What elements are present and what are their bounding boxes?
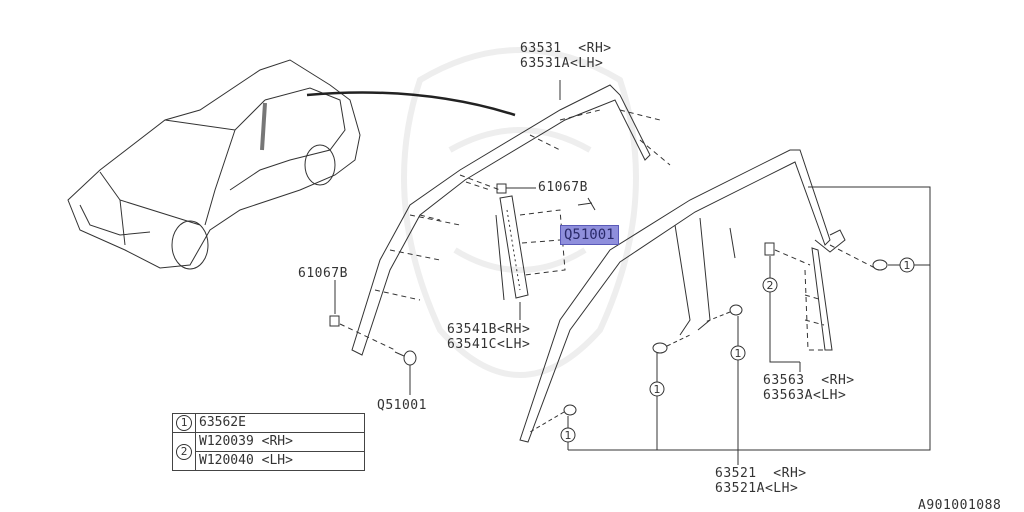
svg-text:1: 1 [654, 383, 661, 396]
label-line: 63563A<LH> [763, 388, 847, 403]
label-line: 63541C<LH> [447, 337, 531, 352]
legend-part-cell: W120040 <LH> [195, 451, 365, 471]
label-line: 63521A<LH> [715, 481, 799, 496]
parts-legend-table: 1 63562E 2 W120039 <RH> W120040 <LH> [172, 413, 365, 471]
label-line: 63563 <RH> [763, 373, 855, 388]
svg-text:1: 1 [565, 429, 572, 442]
callout-circles: 1 2 1 1 1 [560, 257, 930, 443]
legend-row: 2 W120039 <RH> [172, 432, 365, 471]
left-fasteners [329, 280, 417, 395]
legend-row: W120040 <LH> [173, 451, 365, 471]
watermark-icon [401, 47, 639, 378]
legend-part-cell: 63562E [195, 413, 365, 433]
door-sash-part [519, 149, 931, 451]
label-roof-molding: 63531 <RH>63531A<LH> [520, 41, 612, 71]
label-line: 63521 <RH> [715, 466, 807, 481]
label-clip-upper: 61067B [538, 180, 588, 195]
label-bolt-highlighted[interactable]: Q51001 [560, 225, 619, 245]
label-door-sash: 63521 <RH>63521A<LH> [715, 466, 807, 496]
pillar-trim-part [495, 183, 596, 320]
svg-text:2: 2 [767, 279, 774, 292]
label-clip-left: 61067B [298, 266, 348, 281]
rear-trim-part [764, 242, 833, 372]
label-bolt-lower: Q51001 [377, 398, 427, 413]
label-line: 63541B<RH> [447, 322, 531, 337]
svg-text:1: 1 [735, 347, 742, 360]
roof-molding-part [351, 80, 671, 356]
callout-2-icon: 2 [176, 443, 192, 460]
legend-ref-cell: 1 [172, 413, 196, 433]
label-line: 63531 <RH> [520, 41, 612, 56]
legend-part-cell: W120039 <RH> [195, 432, 365, 452]
label-pillar-trim: 63541B<RH>63541C<LH> [447, 322, 530, 352]
label-line: 63531A<LH> [520, 56, 604, 71]
legend-row: 1 63562E [172, 413, 365, 433]
vehicle-icon [67, 59, 516, 270]
label-rear-trim: 63563 <RH>63563A<LH> [763, 373, 855, 403]
legend-ref-cell: 2 [172, 432, 196, 471]
figure-id: A901001088 [918, 498, 1002, 512]
clip-fasteners [529, 304, 743, 465]
svg-text:1: 1 [904, 259, 911, 272]
callout-1-icon: 1 [176, 415, 192, 431]
